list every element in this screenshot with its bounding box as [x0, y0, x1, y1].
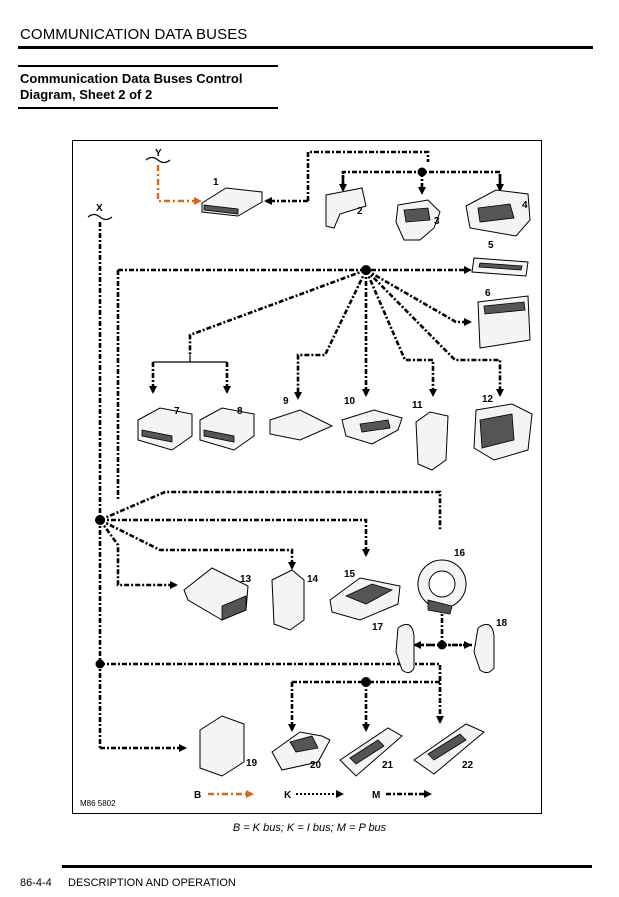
page-header-title: COMMUNICATION DATA BUSES: [20, 26, 248, 43]
component-1: 1: [201, 177, 263, 217]
component-11: 11: [412, 400, 449, 471]
svg-text:4: 4: [522, 200, 528, 211]
svg-text:16: 16: [454, 548, 466, 559]
component-2: 2: [325, 187, 367, 229]
svg-text:11: 11: [412, 400, 423, 411]
component-13: 13: [183, 567, 252, 621]
svg-text:10: 10: [344, 396, 356, 407]
legend-key-m: M: [372, 790, 380, 801]
svg-text:18: 18: [496, 618, 508, 629]
diagram-ref-code: M86 5802: [80, 799, 116, 808]
svg-text:17: 17: [372, 622, 384, 633]
legend: B K M: [194, 790, 432, 801]
diagram-subtitle: Communication Data Buses Control Diagram…: [20, 71, 280, 103]
break-y: Y: [145, 148, 171, 164]
footer-page-number: 86-4-4: [20, 877, 52, 889]
component-22: 22: [413, 723, 485, 775]
svg-text:2: 2: [357, 206, 363, 217]
component-6: 6: [477, 288, 531, 349]
svg-text:13: 13: [240, 574, 252, 585]
hub-upper: [116, 265, 504, 500]
component-14: 14: [271, 569, 319, 631]
svg-text:15: 15: [344, 569, 356, 580]
component-16: 16: [417, 548, 467, 615]
footer-rule: [62, 865, 592, 868]
subtitle-bottom-rule: [18, 107, 278, 109]
component-3: 3: [395, 199, 441, 241]
diagram-caption: B = K bus; K = I bus; M = P bus: [232, 822, 387, 834]
component-7: 7: [137, 406, 193, 451]
header-rule: [18, 46, 593, 49]
svg-text:14: 14: [307, 574, 319, 585]
component-5: 5: [471, 240, 529, 277]
svg-text:7: 7: [174, 406, 180, 417]
component-10: 10: [341, 396, 403, 445]
component-4: 4: [465, 189, 531, 237]
break-x: X: [87, 203, 113, 221]
subtitle-line-1: Communication Data Buses Control: [20, 71, 243, 86]
component-21: 21: [339, 727, 403, 777]
hub-lower: [95, 490, 474, 650]
break-y-label: Y: [155, 148, 162, 159]
subtitle-line-2: Diagram, Sheet 2 of 2: [20, 87, 153, 102]
diagram-frame: [72, 140, 542, 814]
svg-text:5: 5: [488, 240, 494, 251]
component-9: 9: [269, 396, 334, 441]
svg-text:8: 8: [237, 406, 243, 417]
svg-text:22: 22: [462, 760, 474, 771]
component-18: 18: [473, 618, 508, 674]
svg-text:12: 12: [482, 394, 494, 405]
component-15: 15: [329, 569, 401, 621]
legend-key-b: B: [194, 790, 201, 801]
svg-text:3: 3: [434, 216, 440, 227]
component-8: 8: [199, 406, 255, 451]
hub-bottom: [95, 659, 444, 752]
component-17: 17: [372, 622, 415, 674]
component-20: 20: [271, 731, 331, 771]
svg-text:20: 20: [310, 760, 322, 771]
svg-text:1: 1: [213, 177, 219, 188]
component-19: 19: [199, 715, 258, 777]
footer-section: DESCRIPTION AND OPERATION: [68, 877, 236, 889]
subtitle-top-rule: [18, 65, 278, 67]
svg-text:21: 21: [382, 760, 394, 771]
svg-text:6: 6: [485, 288, 491, 299]
break-x-label: X: [96, 203, 103, 214]
component-12: 12: [473, 394, 533, 461]
legend-key-k: K: [284, 790, 292, 801]
top-bus-group: [264, 150, 504, 205]
svg-text:9: 9: [283, 396, 289, 407]
b-bus-line-y: [156, 165, 202, 205]
svg-text:19: 19: [246, 758, 258, 769]
